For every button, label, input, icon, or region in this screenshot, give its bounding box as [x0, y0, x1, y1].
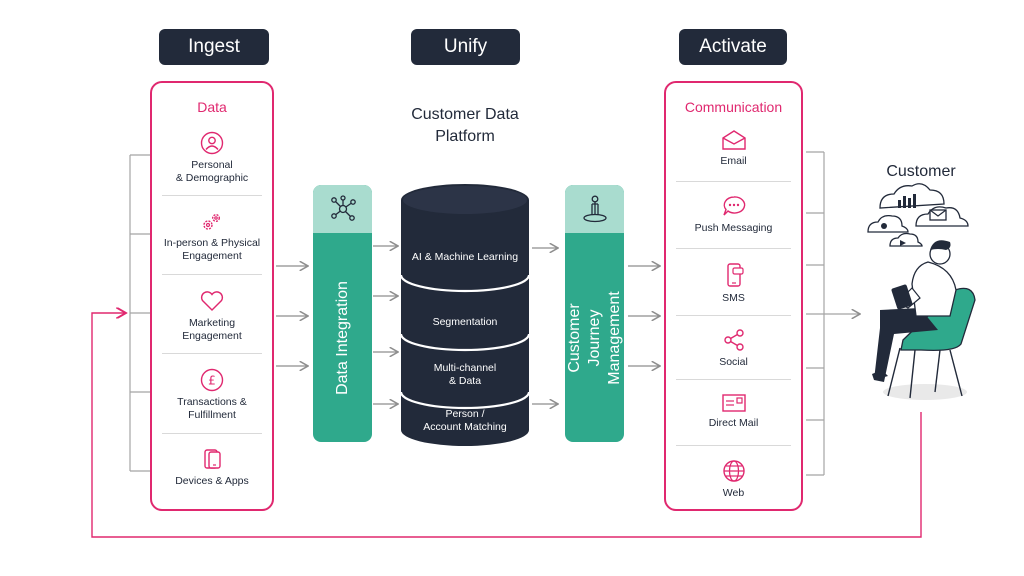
stage-ingest-label: Ingest	[159, 29, 269, 65]
gears-icon	[203, 214, 220, 230]
data-integration-body: Data Integration	[313, 233, 372, 442]
data-integration-label: Data Integration	[333, 280, 351, 395]
data-item-label: Transactions & Fulfillment	[177, 396, 247, 421]
journey-body: Customer Journey Management	[565, 233, 624, 442]
communication-panel: Communication Email Push Messaging SMS	[664, 81, 803, 511]
heart-icon	[200, 291, 224, 311]
journey-column: Customer Journey Management	[565, 185, 624, 442]
journey-header	[565, 185, 624, 233]
stage-unify-label: Unify	[411, 29, 520, 65]
data-item-marketing: Marketing Engagement	[152, 289, 272, 343]
customer-illustration	[867, 183, 976, 400]
comm-item-social: Social	[666, 328, 801, 369]
journey-arrows	[628, 266, 660, 366]
comm-item-email: Email	[666, 129, 801, 168]
data-item-label: Devices & Apps	[175, 475, 249, 487]
data-integration-column: Data Integration	[313, 185, 372, 442]
data-item-transactions: £ Transactions & Fulfillment	[152, 368, 272, 422]
divider	[676, 379, 791, 380]
data-panel-title: Data	[197, 99, 227, 115]
customer-title: Customer	[886, 163, 956, 180]
person-circle-icon	[200, 131, 224, 155]
comm-item-web: Web	[666, 459, 801, 500]
person-pin-icon	[582, 195, 607, 223]
comm-item-sms: SMS	[666, 262, 801, 305]
divider	[162, 433, 262, 434]
comm-item-label: Email	[720, 155, 747, 167]
comm-item-label: Push Messaging	[694, 222, 773, 234]
platform-layer-matching: Person / Account Matching	[423, 408, 507, 433]
data-panel: Data Personal & Demographic In-person & …	[150, 81, 274, 511]
share-icon	[723, 329, 744, 351]
platform-cylinder	[399, 184, 531, 446]
comm-item-label: Direct Mail	[708, 417, 759, 429]
data-item-in-person: In-person & Physical Engagement	[152, 211, 272, 263]
ingest-arrows	[276, 266, 308, 366]
comm-item-label: Social	[719, 356, 748, 368]
chat-bubble-icon	[722, 196, 745, 216]
platform-title: Customer Data Platform	[411, 106, 519, 145]
phone-sms-icon	[726, 263, 744, 287]
comm-item-label: Web	[722, 487, 745, 499]
data-item-label: Personal & Demographic	[175, 159, 249, 184]
mail-card-icon	[721, 394, 746, 412]
comm-item-label: SMS	[722, 292, 745, 304]
platform-layer-multichannel: Multi-channel & Data	[433, 362, 497, 387]
data-item-personal: Personal & Demographic	[152, 131, 272, 185]
divider	[162, 353, 262, 354]
comm-item-push: Push Messaging	[666, 194, 801, 235]
comm-item-direct-mail: Direct Mail	[666, 393, 801, 430]
network-nodes-icon	[330, 195, 356, 221]
platform-layer-segmentation: Segmentation	[432, 316, 498, 328]
envelope-icon	[721, 130, 746, 150]
divider	[162, 274, 262, 275]
journey-label: Customer Journey Management	[565, 290, 623, 385]
svg-text:£: £	[208, 374, 216, 388]
communication-panel-title: Communication	[684, 99, 783, 115]
devices-icon	[204, 449, 221, 469]
data-integration-header	[313, 185, 372, 233]
globe-icon	[722, 460, 745, 482]
left-bracket	[129, 154, 150, 472]
divider	[676, 445, 791, 446]
platform-arrows	[532, 248, 558, 404]
integration-arrows	[373, 246, 398, 404]
pound-coin-icon: £	[200, 368, 224, 392]
stage-activate-label: Activate	[679, 29, 787, 65]
divider	[162, 195, 262, 196]
data-item-label: In-person & Physical Engagement	[163, 237, 261, 262]
divider	[676, 248, 791, 249]
right-bracket	[806, 151, 860, 476]
feedback-loop-line	[91, 313, 922, 538]
data-item-devices: Devices & Apps	[152, 447, 272, 488]
divider	[676, 315, 791, 316]
platform-layer-ai: AI & Machine Learning	[411, 251, 519, 263]
divider	[676, 181, 791, 182]
data-item-label: Marketing Engagement	[182, 317, 242, 342]
